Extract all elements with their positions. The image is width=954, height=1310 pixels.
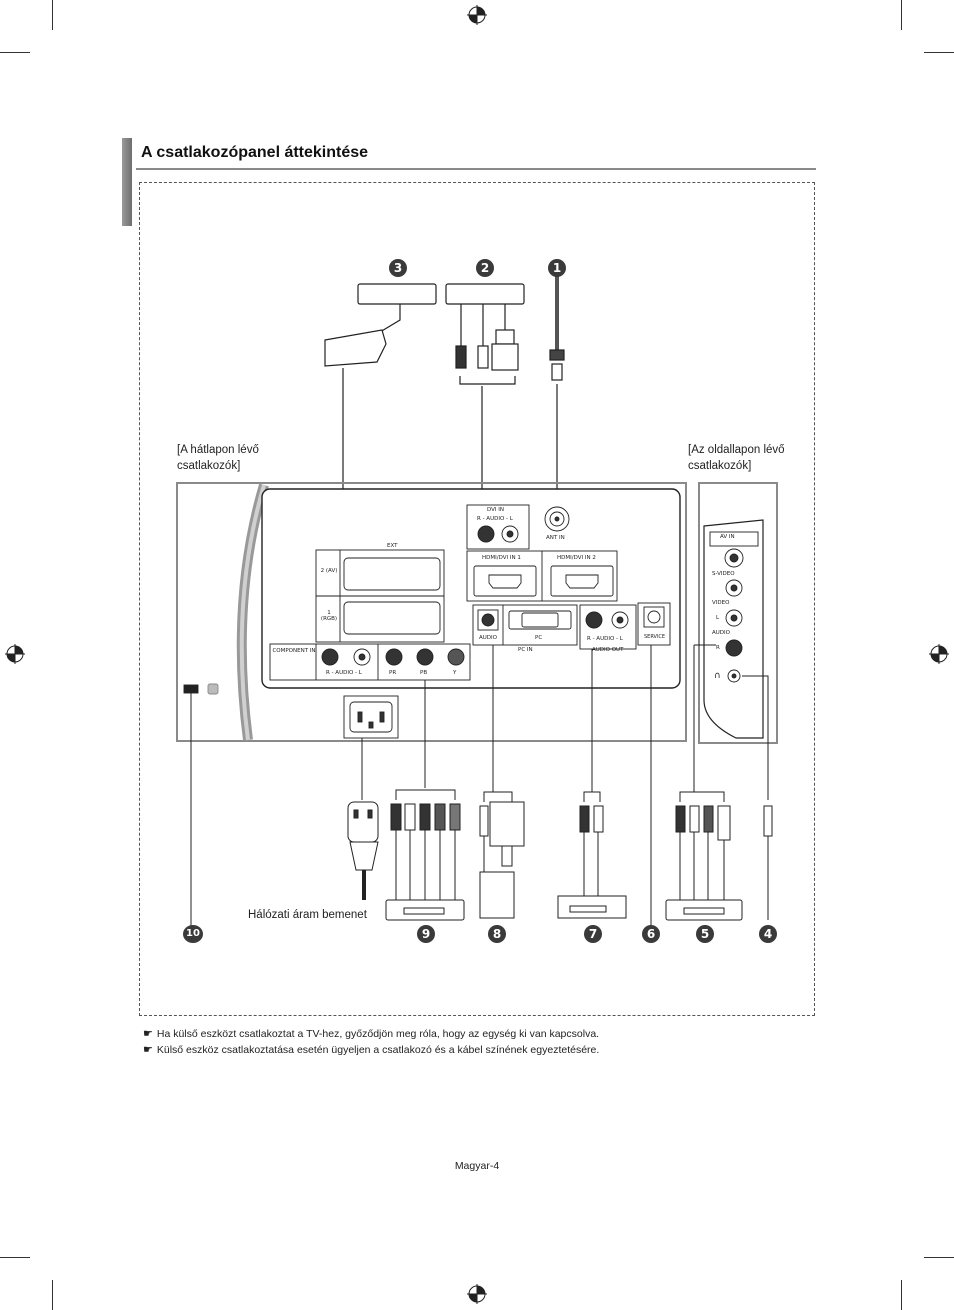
ext1-label: 1 (RGB) xyxy=(320,610,338,622)
pointing-hand-icon: ☛ xyxy=(143,1028,153,1040)
crop-mark xyxy=(924,52,954,53)
audio-out-label: AUDIO OUT xyxy=(592,647,624,653)
note-text: Ha külső eszközt csatlakoztat a TV-hez, … xyxy=(156,1028,600,1040)
callout-1: 1 xyxy=(548,259,566,277)
rear-panel-label: [A hátlapon lévő csatlakozók] xyxy=(177,444,259,472)
dvi-in-label: DVI IN xyxy=(487,507,505,513)
crop-mark xyxy=(924,1257,954,1258)
note-item: ☛ Külső eszköz csatlakoztatása esetén üg… xyxy=(143,1042,599,1058)
title-rule xyxy=(136,168,816,170)
hdmi2-label: HDMI/DVI IN 2 xyxy=(557,555,596,561)
device-dvi xyxy=(445,283,525,305)
service-label: SERVICE xyxy=(644,634,666,640)
headphone-icon: ∩ xyxy=(714,671,721,681)
side-audio-label: AUDIO xyxy=(712,630,730,636)
callout-2: 2 xyxy=(476,259,494,277)
component-in-label: COMPONENT IN xyxy=(272,648,316,654)
pc-label: PC xyxy=(535,635,543,641)
component-audio-label: R - AUDIO - L xyxy=(326,670,362,676)
side-l-label: L xyxy=(716,615,720,621)
crop-mark xyxy=(0,52,30,53)
notes-list: ☛ Ha külső eszközt csatlakoztat a TV-hez… xyxy=(143,1026,599,1058)
av-in-label: AV IN xyxy=(720,534,735,540)
note-text: Külső eszköz csatlakoztatása esetén ügye… xyxy=(156,1044,600,1056)
callout-9: 9 xyxy=(417,925,435,943)
side-r-label: R xyxy=(716,645,720,651)
pb-label: PB xyxy=(420,670,428,676)
side-panel-label: [Az oldallapon lévő csatlakozók] xyxy=(688,444,785,472)
vcr-device-ext xyxy=(357,283,437,305)
callout-7: 7 xyxy=(584,925,602,943)
pr-label: PR xyxy=(389,670,397,676)
hdmi1-label: HDMI/DVI IN 1 xyxy=(482,555,521,561)
page-footer: Magyar-4 xyxy=(454,1160,500,1172)
ext-label: EXT xyxy=(387,543,398,549)
crop-mark xyxy=(52,0,53,30)
crop-mark xyxy=(901,1280,902,1310)
callout-6: 6 xyxy=(642,925,660,943)
callout-4: 4 xyxy=(759,925,777,943)
title-accent-bar xyxy=(122,138,132,226)
pointing-hand-icon: ☛ xyxy=(143,1044,153,1056)
callout-8: 8 xyxy=(488,925,506,943)
page-title: A csatlakozópanel áttekintése xyxy=(141,144,369,161)
power-input-label: Hálózati áram bemenet xyxy=(248,909,367,921)
scart-plug xyxy=(324,329,387,367)
y-label: Y xyxy=(453,670,457,676)
pc-audio-label: AUDIO xyxy=(479,635,497,641)
ant-in-label: ANT IN xyxy=(546,535,565,541)
pc-in-label: PC IN xyxy=(518,647,533,653)
callout-10: 10 xyxy=(183,925,203,943)
ext2-label: 2 (AV) xyxy=(320,568,338,574)
crop-mark xyxy=(0,1257,30,1258)
callout-5: 5 xyxy=(696,925,714,943)
crop-mark xyxy=(52,1280,53,1310)
video-label: VIDEO xyxy=(712,600,730,606)
callout-3: 3 xyxy=(389,259,407,277)
note-item: ☛ Ha külső eszközt csatlakoztat a TV-hez… xyxy=(143,1026,599,1042)
diagram-frame xyxy=(139,182,815,1016)
audio-out-rl-label: R - AUDIO - L xyxy=(587,636,623,642)
dvi-audio-label: R - AUDIO - L xyxy=(477,516,513,522)
crop-mark xyxy=(901,0,902,30)
s-video-label: S-VIDEO xyxy=(712,571,735,577)
